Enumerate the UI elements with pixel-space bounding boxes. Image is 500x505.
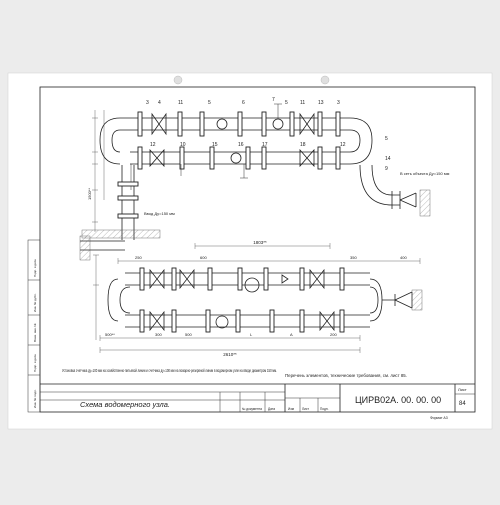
- dim-2610: 2610**: [223, 352, 237, 357]
- meter-note-text: Установка счетчика ду=100 мм на хозяйств…: [62, 368, 277, 373]
- callout-mid-7: 12: [340, 142, 346, 148]
- bottom-wall-hatch: [79, 235, 91, 261]
- note-inlet: Ввод Ду=150 мм: [144, 211, 175, 216]
- bottom-schematic: [79, 235, 423, 353]
- col-izm: Изм: [288, 407, 294, 411]
- dim-1500: 1500**: [87, 188, 92, 200]
- side-stamp-strip: Инв. № подл. Подп. и дата Взам. инв. № И…: [27, 239, 41, 413]
- side-label-5: Подп. и дата: [33, 259, 37, 277]
- callout-top-10: 3: [337, 100, 340, 106]
- callout-mid-4: 16: [238, 142, 244, 148]
- dim-350: 350: [350, 255, 357, 260]
- dim-250-a: 250: [135, 255, 142, 260]
- meter-note: Установка счетчика ду=100 мм на хозяйств…: [62, 368, 277, 373]
- callout-mid-2: 10: [180, 142, 186, 148]
- dim-L: L: [250, 332, 253, 337]
- dim-200: 200: [330, 332, 337, 337]
- binding-hole-left: [173, 75, 183, 85]
- drawing-code: ЦИРВ02А. 00. 00. 00: [355, 395, 441, 405]
- sheet-number: 84: [459, 401, 466, 407]
- dim-600: 600: [200, 255, 207, 260]
- side-label-1: Инв. № подл.: [33, 389, 37, 408]
- callout-top-13: 9: [385, 166, 388, 172]
- callout-top-8: 11: [300, 100, 305, 106]
- callout-top-5: 6: [242, 100, 245, 106]
- callouts-top: 3 4 11 5 6 7 5 11 13 3 5 14 9: [146, 97, 391, 172]
- callout-top-7: 5: [285, 100, 288, 106]
- callout-mid-5: 17: [262, 142, 268, 148]
- callout-mid-3: 15: [212, 142, 218, 148]
- drawing-title: Схема водомерного узла.: [80, 400, 170, 409]
- callout-top-2: 4: [158, 100, 161, 106]
- sheet-label: Лист: [458, 387, 467, 392]
- outlet-wall-hatch: [419, 189, 431, 217]
- callout-top-1: 3: [146, 100, 149, 106]
- callout-top-6: 7: [272, 97, 275, 103]
- col-doc: № документа: [242, 407, 262, 411]
- title-block: Схема водомерного узла. ЦИРВ02А. 00. 00.…: [40, 383, 475, 420]
- top-valves: [149, 112, 315, 168]
- col-date: Дата: [268, 407, 275, 411]
- dimension-labels: 1803** 250 400 500** 300 500 L A 200 261…: [87, 188, 407, 357]
- binding-hole-right: [320, 75, 330, 85]
- side-label-4: Инв. № дубл.: [33, 293, 37, 312]
- top-schematic: [81, 103, 431, 240]
- callout-top-4: 5: [208, 100, 211, 106]
- dim-300: 300: [155, 332, 162, 337]
- callout-mid-1: 12: [150, 142, 156, 148]
- callout-top-9: 13: [318, 100, 324, 106]
- side-label-2: Подп. и дата: [33, 354, 37, 372]
- dim-500-a: 500**: [105, 332, 115, 337]
- dim-A: A: [290, 332, 293, 337]
- callout-top-3: 11: [178, 100, 183, 106]
- callout-top-12: 14: [385, 156, 391, 162]
- col-list: Лист: [302, 407, 309, 411]
- list-note: Перечень элементов, технические требован…: [285, 373, 407, 378]
- dim-500-b: 500: [185, 332, 192, 337]
- top-flanges: [137, 111, 341, 170]
- bottom-flanges: [139, 267, 345, 333]
- bottom-valves: [149, 268, 335, 332]
- inlet-pipe: [117, 165, 139, 240]
- callouts-mid: 12 10 15 16 17 18 12: [150, 142, 346, 148]
- dim-1803: 1803**: [253, 240, 267, 245]
- dim-400: 400: [400, 255, 407, 260]
- wall-hatch: [81, 229, 161, 239]
- callout-top-11: 5: [385, 136, 388, 142]
- note-outlet-1: В сеть объекта Ду=150 мм: [400, 171, 450, 176]
- side-label-3: Взам. инв. №: [33, 323, 37, 342]
- format-label: Формат А3: [430, 416, 448, 420]
- callout-mid-6: 18: [300, 142, 306, 148]
- col-sign: Подп.: [320, 407, 329, 411]
